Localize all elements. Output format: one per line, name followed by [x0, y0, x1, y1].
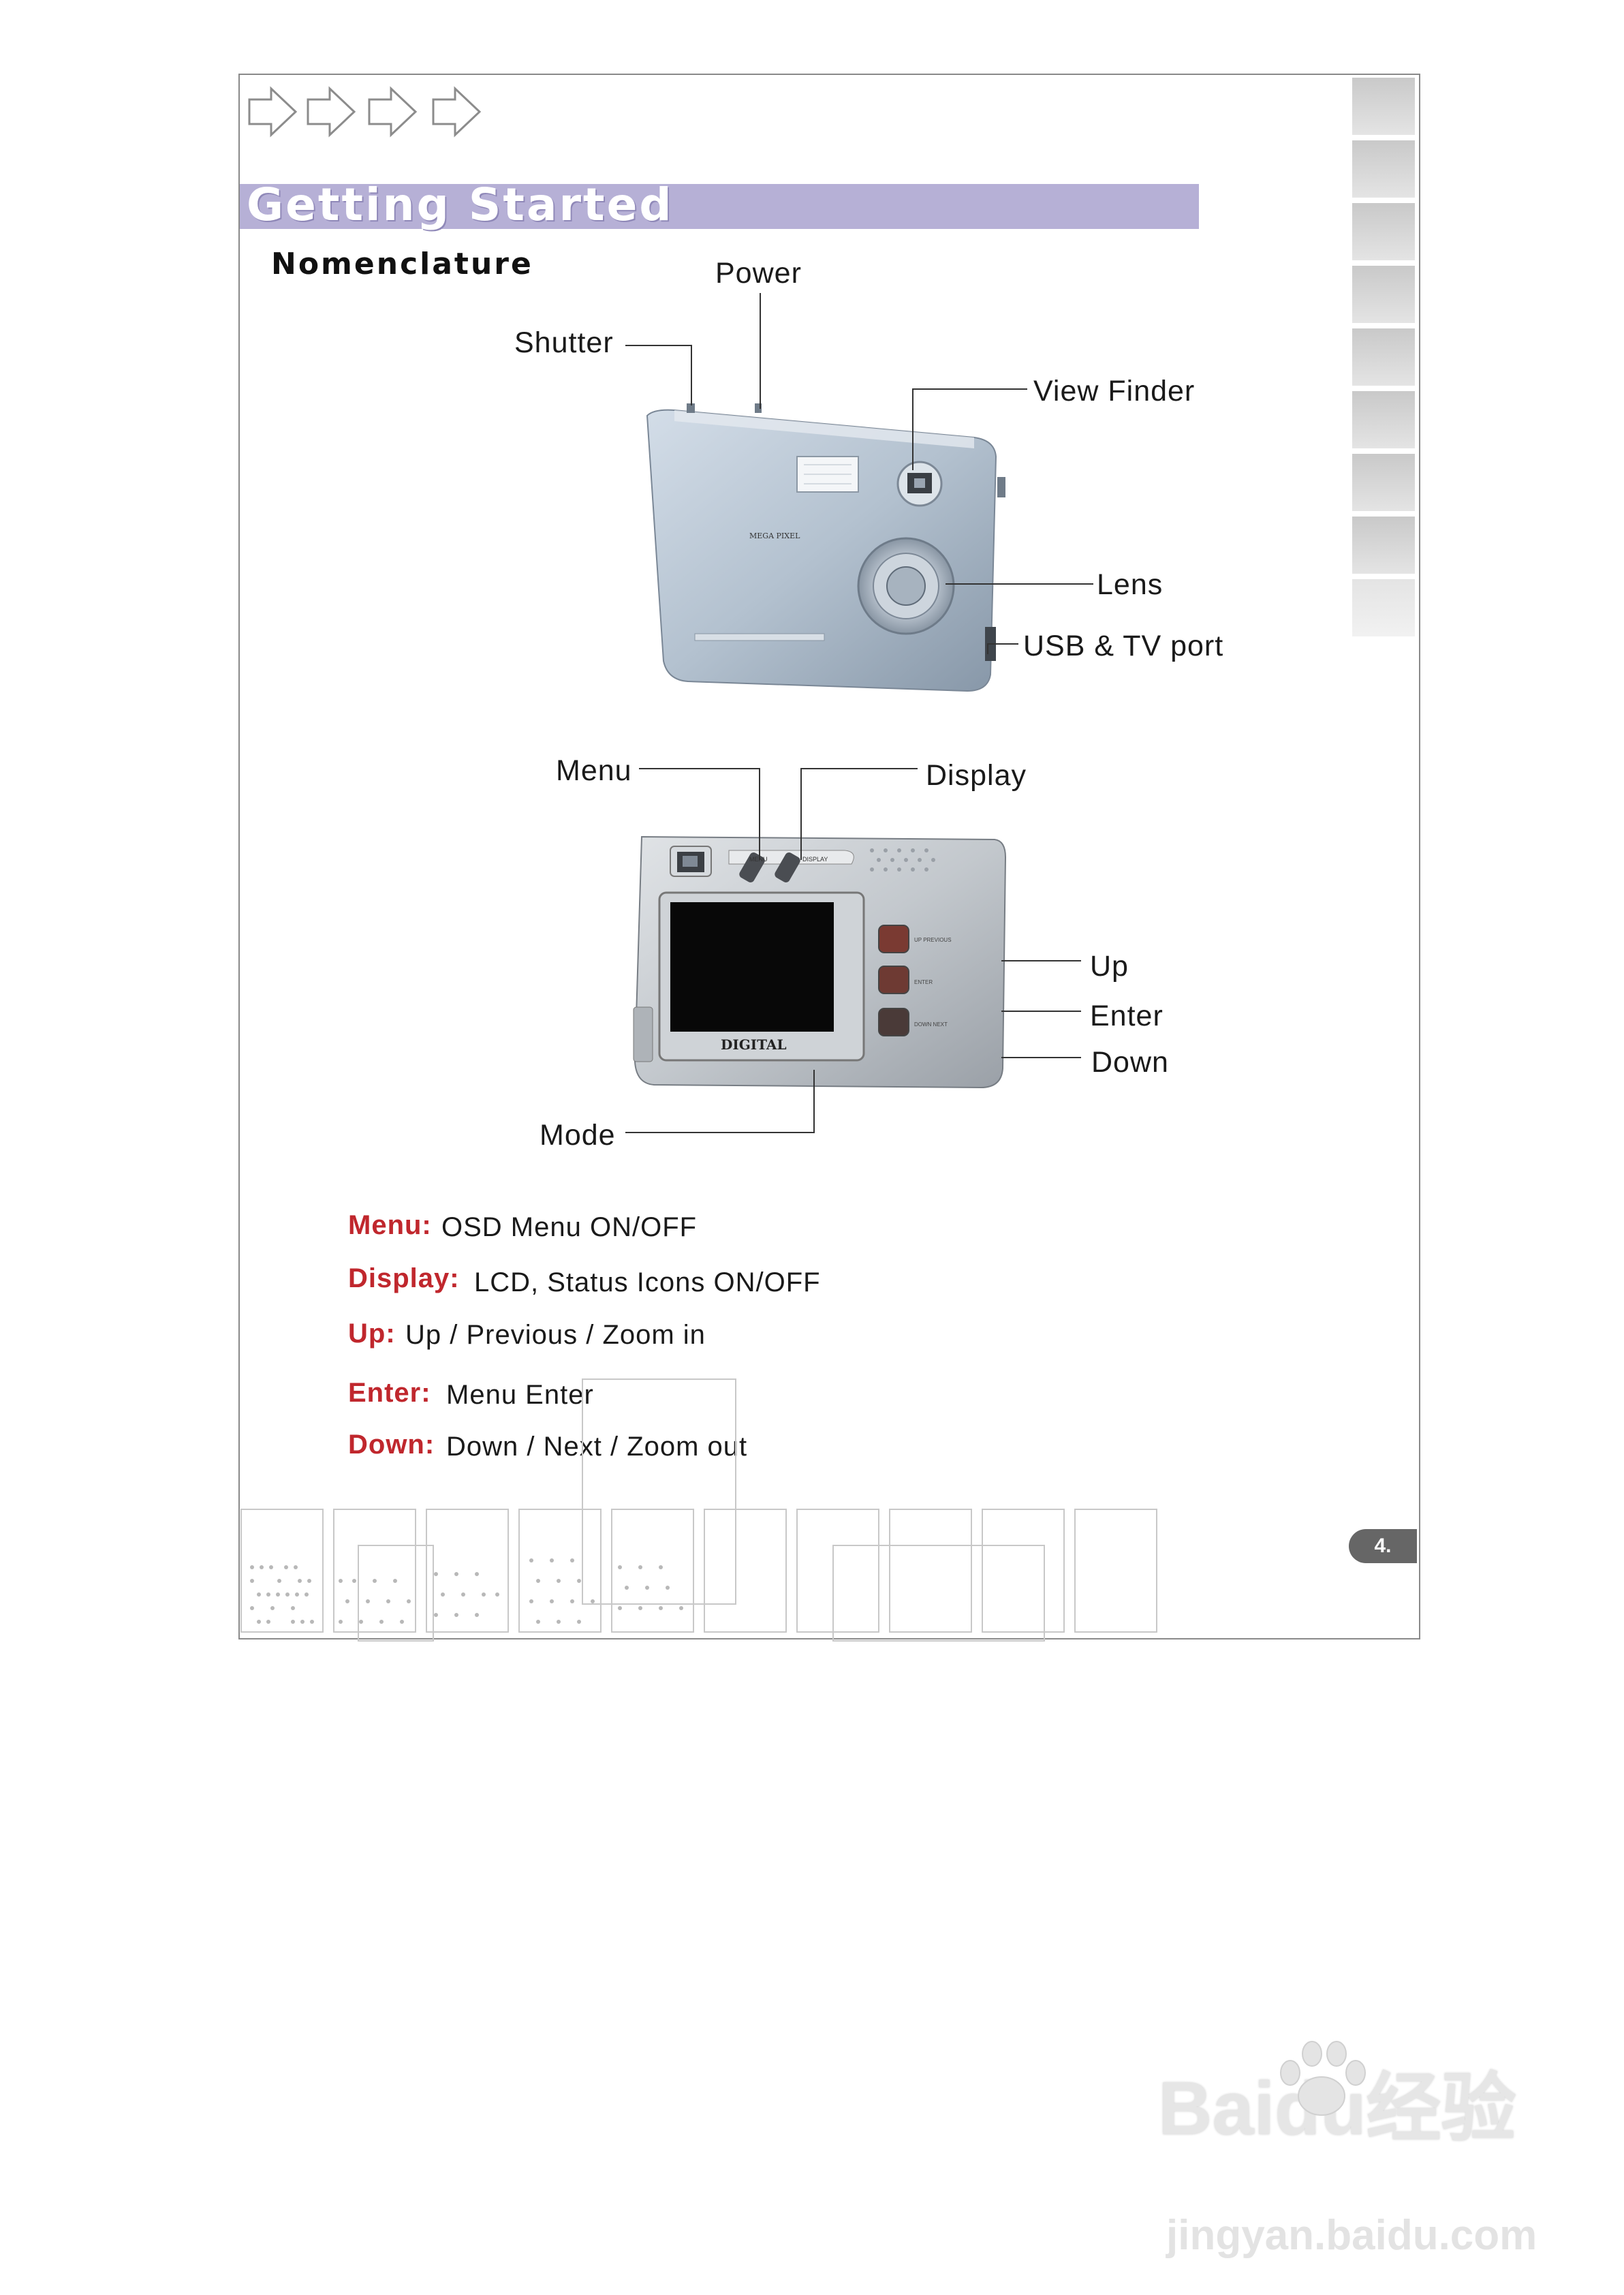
label-view-finder: View Finder: [1033, 377, 1195, 406]
label-mode: Mode: [540, 1121, 616, 1150]
page-number-badge: 4.: [1349, 1529, 1417, 1563]
bottom-decoration: [238, 1376, 1178, 1642]
label-menu: Menu: [556, 756, 632, 786]
term-menu: Menu:: [348, 1212, 432, 1239]
term-up: Up:: [348, 1320, 396, 1347]
desc-menu: OSD Menu ON/OFF: [441, 1214, 697, 1241]
label-usb-tv-port: USB & TV port: [1023, 632, 1223, 661]
label-up: Up: [1090, 952, 1129, 981]
paw-icon: [1274, 2037, 1369, 2126]
label-power: Power: [715, 259, 802, 288]
label-lens: Lens: [1097, 570, 1163, 600]
label-shutter: Shutter: [514, 328, 614, 358]
term-display: Display:: [348, 1265, 460, 1292]
desc-up: Up / Previous / Zoom in: [405, 1321, 706, 1349]
desc-display: LCD, Status Icons ON/OFF: [474, 1269, 821, 1296]
label-enter: Enter: [1090, 1002, 1164, 1031]
label-display: Display: [926, 761, 1027, 790]
watermark-url: jingyan.baidu.com: [1166, 2215, 1537, 2257]
callout-lines-back: [0, 681, 1624, 1158]
label-down: Down: [1091, 1048, 1169, 1077]
